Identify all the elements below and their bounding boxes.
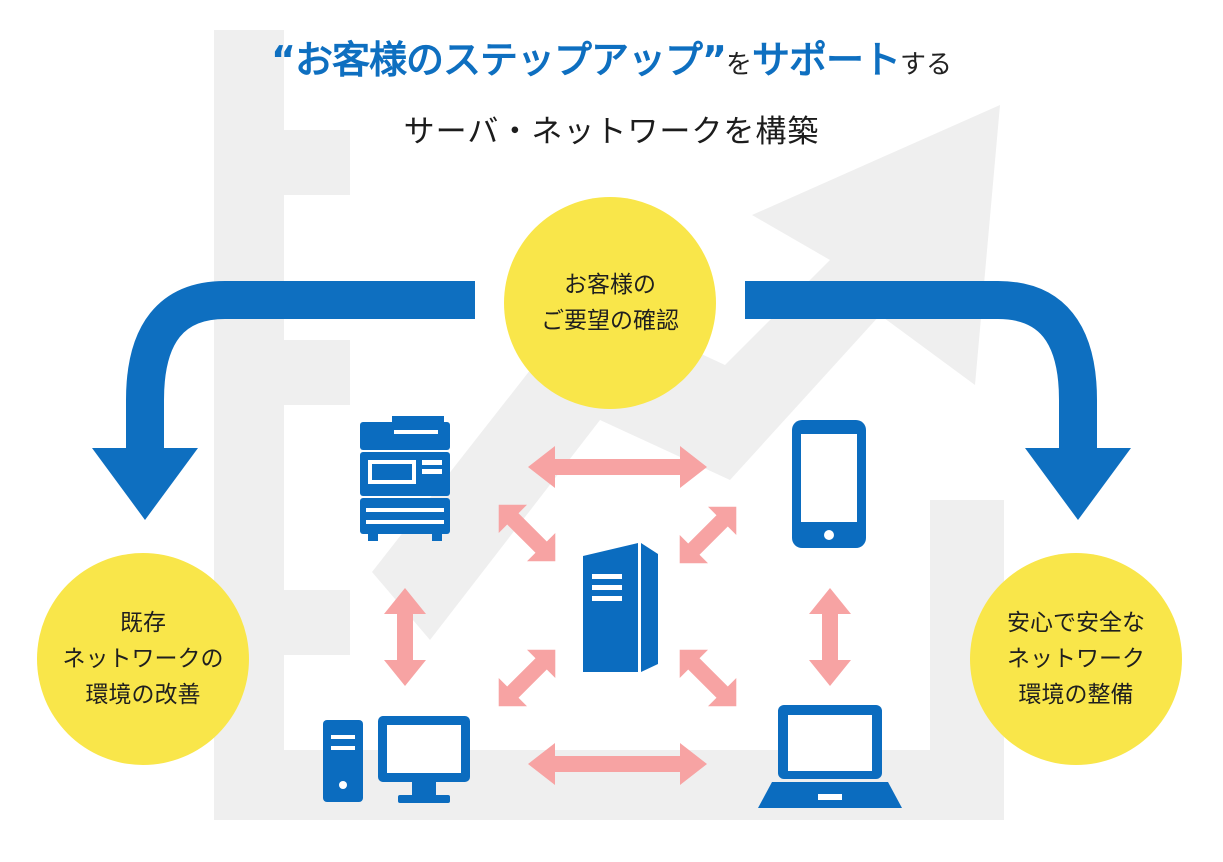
circle-top-line2: ご要望の確認 bbox=[541, 308, 679, 334]
link-arrows bbox=[384, 446, 851, 785]
right-curved-arrow bbox=[745, 281, 1131, 520]
subheadline: サーバ・ネットワークを構築 bbox=[403, 114, 820, 150]
circle-right-line1: 安心で安全な bbox=[1007, 610, 1145, 636]
copier-icon bbox=[360, 416, 450, 541]
circle-top-line1: お客様の bbox=[564, 272, 656, 298]
server-icon bbox=[583, 543, 658, 672]
link-copier-tablet bbox=[528, 446, 707, 488]
circle-left-line3: 環境の改善 bbox=[85, 682, 201, 708]
tablet-icon bbox=[792, 420, 866, 548]
circle-left-line1: 既存 bbox=[120, 610, 166, 636]
headline: “お客様のステップアップ”をサポートする bbox=[0, 30, 1223, 90]
link-copier-desktop bbox=[384, 588, 426, 686]
circle-right-line2: ネットワーク bbox=[1007, 646, 1145, 672]
circle-improve-existing-network: 既存 ネットワークの 環境の改善 bbox=[37, 553, 249, 765]
circle-confirm-requests: お客様の ご要望の確認 bbox=[504, 197, 716, 409]
headline-particle-wo: を bbox=[725, 50, 752, 80]
link-desktop-server bbox=[498, 649, 556, 707]
left-curved-arrow bbox=[92, 281, 475, 520]
circle-right-line3: 環境の整備 bbox=[1018, 682, 1134, 708]
link-copier-server bbox=[498, 504, 556, 562]
circle-secure-network: 安心で安全な ネットワーク 環境の整備 bbox=[970, 553, 1182, 765]
desktop-pc-icon bbox=[323, 716, 470, 803]
headline-support: サポート bbox=[751, 38, 901, 82]
link-desktop-laptop bbox=[528, 743, 707, 785]
link-tablet-server bbox=[679, 506, 737, 564]
headline-suru: する bbox=[899, 50, 952, 80]
link-tablet-laptop bbox=[809, 588, 851, 686]
link-laptop-server bbox=[679, 649, 737, 707]
headline-step-up: “お客様のステップアップ” bbox=[271, 38, 727, 82]
circle-left-line2: ネットワークの bbox=[62, 646, 224, 672]
laptop-icon bbox=[758, 705, 902, 808]
